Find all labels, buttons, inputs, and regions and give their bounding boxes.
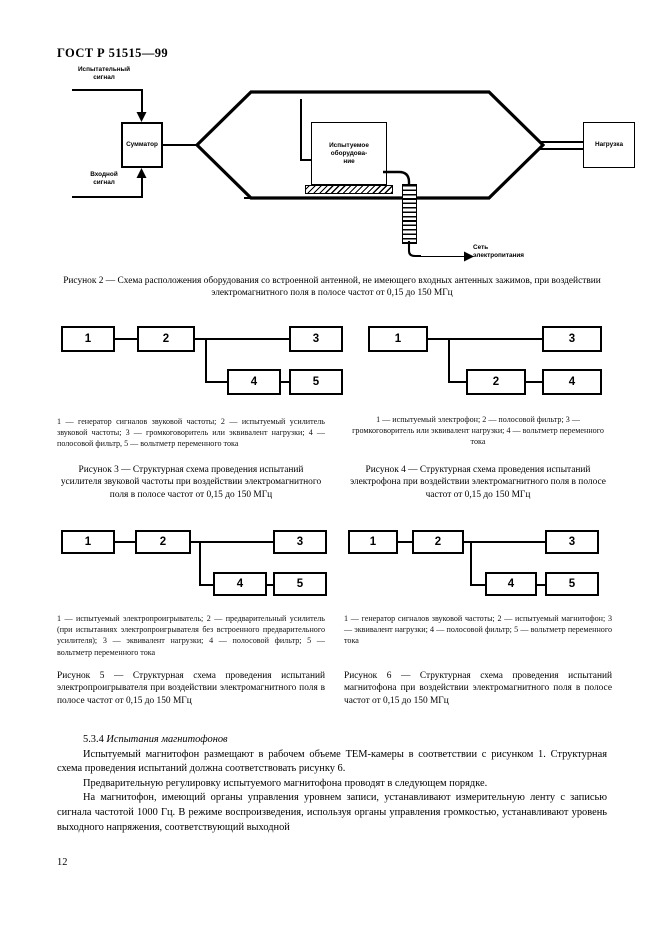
section-number: 5.3.4 — [83, 734, 104, 745]
figure-5-caption: Рисунок 5 — Структурная схема проведения… — [57, 671, 325, 706]
figure-5-block-4: 4 — [213, 572, 267, 596]
figure-5-branch-vertical — [199, 541, 201, 585]
figure-3-wire-4-5 — [281, 381, 291, 383]
figure-3-wire-2-3 — [195, 338, 305, 340]
figure-5-block-1: 1 — [61, 530, 115, 554]
figure-6-diagram: 1 2 3 4 5 — [342, 530, 612, 610]
figure-6-caption: Рисунок 6 — Структурная схема проведения… — [344, 671, 612, 706]
equipment-under-test-box: Испытуемое оборудова- ние — [311, 122, 387, 185]
figure-4-wire-1-3 — [428, 338, 548, 340]
figure-5-block-5: 5 — [273, 572, 327, 596]
figure-4-block-2: 2 — [466, 369, 526, 395]
figure-5-wire-1-2 — [115, 541, 137, 543]
figure-4-diagram: 1 3 2 4 — [342, 326, 612, 406]
figure-6-legend: 1 — генератор сигналов звуковой частоты;… — [344, 614, 612, 646]
figure-3-block-3: 3 — [289, 326, 343, 352]
figure-5-branch-horizontal — [199, 584, 217, 586]
ground-plane-line-right — [392, 197, 409, 199]
figure-6-block-5: 5 — [545, 572, 599, 596]
figure-3-block-1: 1 — [61, 326, 115, 352]
figure-3-diagram: 1 2 3 4 5 — [57, 326, 347, 406]
figure-4-block-4: 4 — [542, 369, 602, 395]
figure-3-wire-1-2 — [115, 338, 137, 340]
figure-3-block-4: 4 — [227, 369, 281, 395]
figure-2-diagram: Испытательный сигнал Сумматор Входной си… — [50, 66, 635, 266]
power-cable-bend — [383, 170, 411, 186]
figure-6-block-4: 4 — [485, 572, 537, 596]
summator-label: Сумматор — [126, 141, 158, 148]
power-network-wire — [420, 256, 464, 257]
input-signal-wire-vertical — [141, 178, 143, 198]
test-signal-wire-horizontal — [72, 89, 142, 91]
figure-5-wire-4-5 — [267, 584, 277, 586]
figure-3-branch-vertical — [205, 338, 207, 382]
figure-5-diagram: 1 2 3 4 5 — [57, 530, 347, 610]
figure-6-wire-1-2 — [398, 541, 414, 543]
page-number: 12 — [57, 857, 68, 868]
power-cable-exit-bend — [407, 241, 421, 258]
power-cable-coil — [402, 184, 417, 244]
septum-plate — [300, 99, 302, 160]
test-signal-label: Испытательный сигнал — [77, 66, 131, 81]
figure-5-legend: 1 — испытуемый электропроигрыватель; 2 —… — [57, 614, 325, 657]
section-body: 5.3.4 Испытания магнитофонов Испытуемый … — [57, 733, 607, 835]
figure-4-branch-horizontal — [448, 381, 468, 383]
summator-output-wire — [163, 144, 199, 146]
summator-box: Сумматор — [121, 122, 163, 168]
input-signal-arrowhead — [136, 168, 147, 178]
input-signal-wire-horizontal — [72, 196, 142, 198]
body-paragraph-3: На магнитофон, имеющий органы управления… — [57, 792, 607, 833]
standard-header: ГОСТ Р 51515—99 — [57, 46, 169, 60]
figure-2-caption: Рисунок 2 — Схема расположения оборудова… — [63, 276, 601, 299]
figure-5-block-2: 2 — [135, 530, 191, 554]
figure-5-block-3: 3 — [273, 530, 327, 554]
figure-4-legend: 1 — испытуемый электрофон; 2 — полосовой… — [352, 415, 604, 447]
body-paragraph-1: Испытуемый магнитофон размещают в рабоче… — [57, 748, 607, 775]
figure-3-branch-horizontal — [205, 381, 229, 383]
figure-3-caption: Рисунок 3 — Структурная схема проведения… — [60, 465, 322, 500]
figure-3-block-2: 2 — [137, 326, 195, 352]
cell-to-load-wire-top — [540, 141, 585, 143]
load-label: Нагрузка — [594, 141, 624, 148]
test-signal-arrowhead — [136, 112, 147, 122]
ground-plane-hatched — [305, 185, 393, 194]
figure-5-wire-2-3 — [191, 541, 277, 543]
power-network-arrowhead — [464, 251, 474, 262]
figure-3-block-5: 5 — [289, 369, 343, 395]
ground-plane-line-left — [244, 197, 306, 199]
equipment-under-test-label: Испытуемое оборудова- ние — [329, 141, 369, 165]
load-box: Нагрузка — [583, 122, 635, 168]
figure-6-wire-4-5 — [537, 584, 549, 586]
figure-6-block-2: 2 — [412, 530, 464, 554]
figure-6-branch-horizontal — [470, 584, 490, 586]
figure-4-branch-vertical — [448, 338, 450, 382]
input-signal-label: Входной сигнал — [90, 171, 118, 186]
figure-4-wire-2-4 — [526, 381, 544, 383]
section-heading: 5.3.4 Испытания магнитофонов — [57, 733, 607, 748]
figure-4-block-1: 1 — [368, 326, 428, 352]
test-signal-wire-vertical — [141, 89, 143, 114]
figure-3-legend: 1 — генератор сигналов звуковой частоты;… — [57, 417, 325, 449]
cell-to-load-wire-bottom — [540, 148, 585, 150]
figure-6-branch-vertical — [470, 541, 472, 585]
figure-6-block-3: 3 — [545, 530, 599, 554]
figure-4-block-3: 3 — [542, 326, 602, 352]
section-title: Испытания магнитофонов — [106, 734, 228, 745]
septum-plate-foot — [300, 159, 311, 161]
figure-4-caption: Рисунок 4 — Структурная схема проведения… — [350, 465, 606, 500]
power-network-label: Сеть электропитания — [473, 244, 525, 259]
body-paragraph-2: Предварительную регулировку испытуемого … — [83, 777, 488, 789]
figure-6-wire-2-3 — [464, 541, 548, 543]
figure-6-block-1: 1 — [348, 530, 398, 554]
